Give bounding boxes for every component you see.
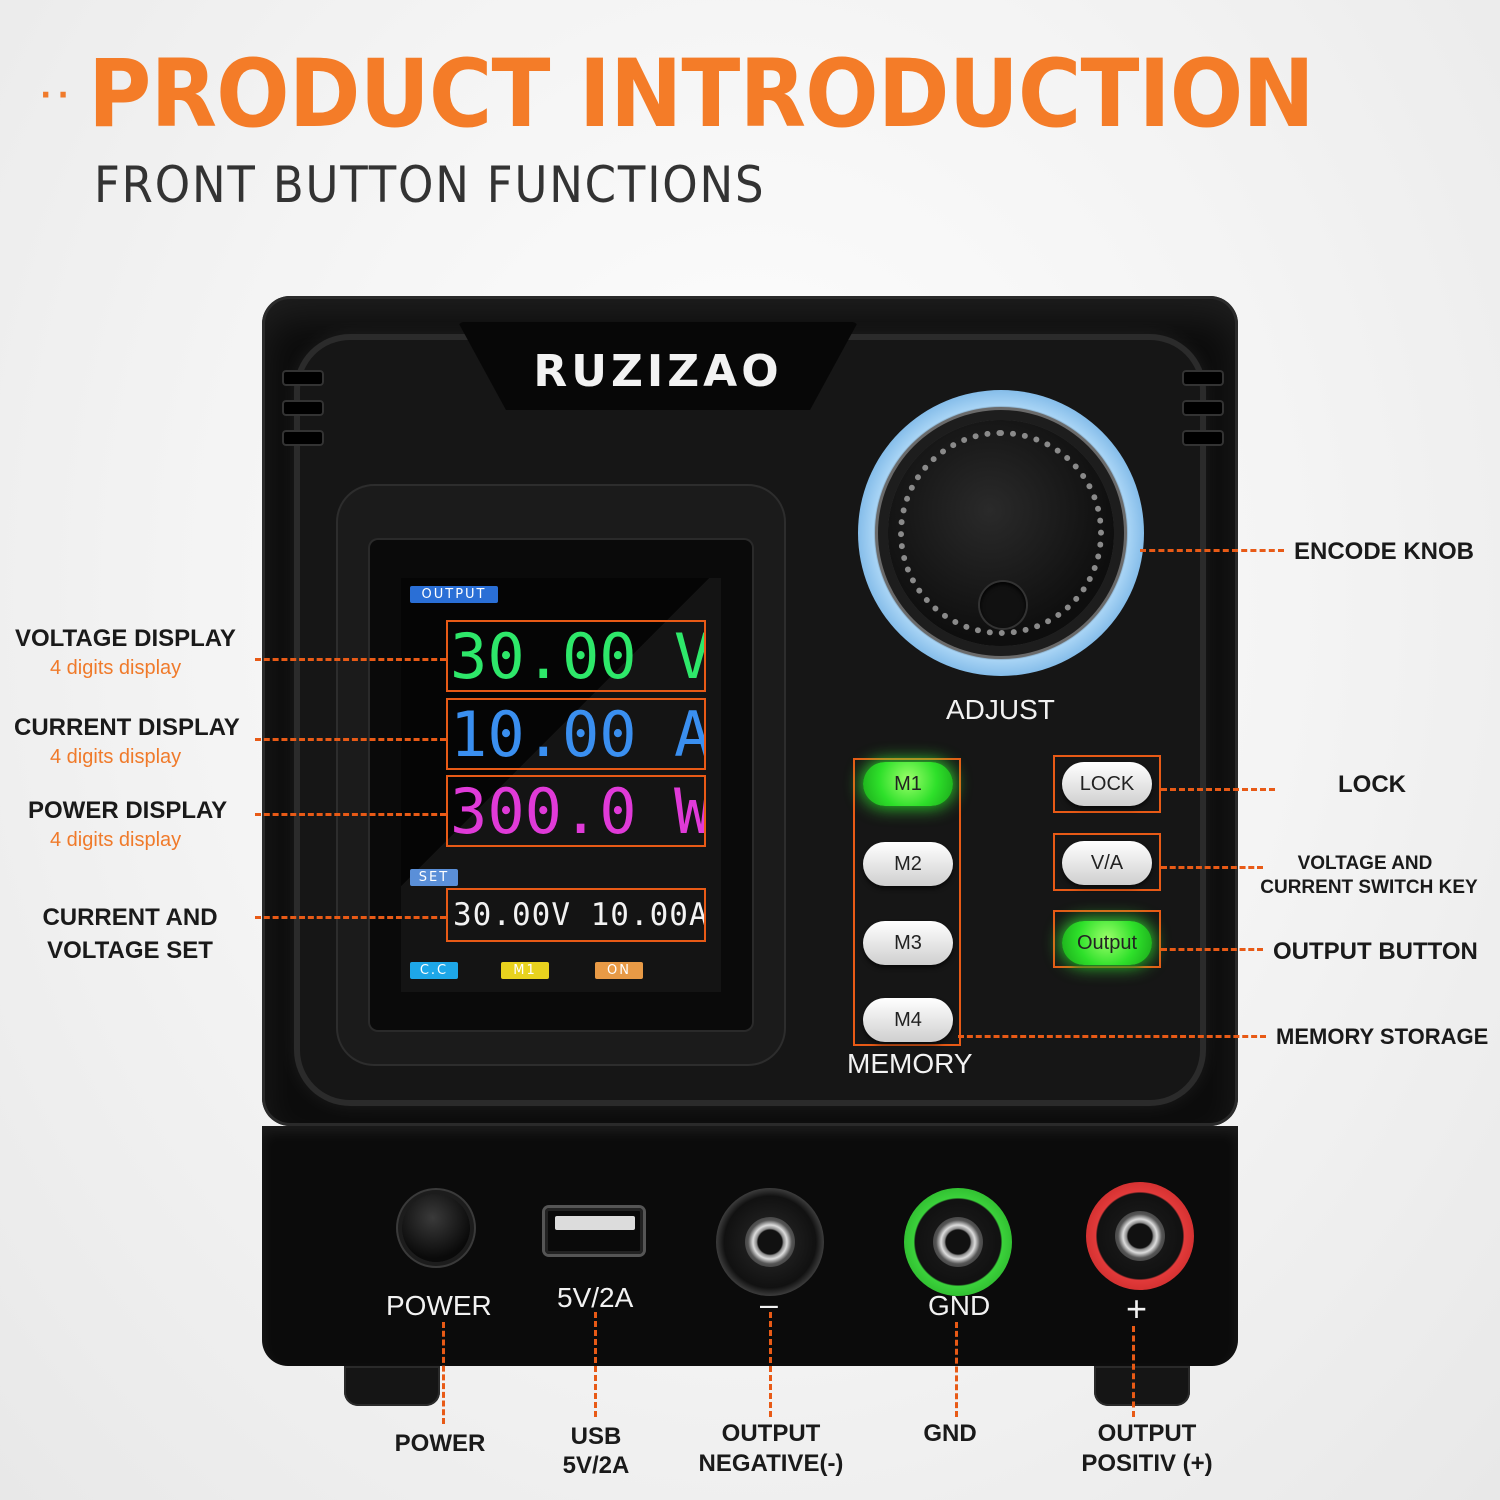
- set-tag: SET: [410, 869, 458, 886]
- leader-line: [255, 738, 446, 741]
- callout-power: POWER: [394, 1430, 486, 1457]
- positive-panel-label: +: [1126, 1288, 1148, 1329]
- callout-va-line2: CURRENT SWITCH KEY: [1260, 877, 1478, 898]
- callout-voltage-display-sub: 4 digits display: [50, 657, 182, 679]
- leader-line: [1140, 549, 1284, 552]
- vent-slot: [282, 400, 324, 416]
- callout-set-line1: CURRENT AND: [42, 904, 218, 931]
- page-title: PRODUCT INTRODUCTION: [88, 40, 1315, 149]
- device-foot: [1094, 1366, 1190, 1406]
- status-on-badge: ON: [595, 962, 643, 979]
- current-value: 10.00 A: [450, 698, 706, 770]
- vent-slot: [282, 370, 324, 386]
- callout-output-button: OUTPUT BUTTON: [1273, 938, 1478, 965]
- callout-gnd: GND: [923, 1420, 977, 1447]
- memory-button-m3[interactable]: M3: [863, 921, 953, 965]
- memory-callout-box: [853, 758, 961, 1046]
- va-callout-box: [1053, 833, 1161, 891]
- memory-label: MEMORY: [847, 1048, 973, 1079]
- callout-set-line2: VOLTAGE SET: [47, 937, 213, 964]
- negative-panel-label: –: [760, 1286, 778, 1322]
- knob-dimple: [980, 582, 1026, 628]
- leader-line: [594, 1312, 597, 1417]
- callout-current-display: CURRENT DISPLAY: [14, 714, 240, 741]
- callout-current-display-sub: 4 digits display: [50, 746, 182, 768]
- usb-port[interactable]: [545, 1208, 643, 1254]
- leader-line: [1161, 948, 1263, 951]
- power-value: 300.0 W: [450, 775, 706, 847]
- output-callout-box: [1053, 910, 1161, 968]
- gnd-terminal-core: [933, 1217, 983, 1267]
- set-readout: 30.00V 10.00A: [446, 888, 706, 942]
- leader-line: [1132, 1326, 1135, 1417]
- callout-pos-line1: OUTPUT: [1097, 1420, 1197, 1447]
- lock-callout-box: [1053, 755, 1161, 813]
- vent-slot: [1182, 370, 1224, 386]
- header-dots: ··: [40, 78, 75, 113]
- brand-plate: [458, 322, 858, 410]
- leader-line: [955, 1322, 958, 1417]
- callout-power-display: POWER DISPLAY: [28, 797, 228, 824]
- callout-neg-line1: OUTPUT: [721, 1420, 821, 1447]
- callout-usb-line2: 5V/2A: [562, 1452, 630, 1479]
- leader-line: [255, 658, 446, 661]
- memory-button-m1[interactable]: M1: [863, 762, 953, 806]
- power-panel-label: POWER: [386, 1290, 492, 1321]
- memory-button-m2[interactable]: M2: [863, 842, 953, 886]
- vent-slot: [282, 430, 324, 446]
- page-subtitle: FRONT BUTTON FUNCTIONS: [94, 156, 766, 214]
- leader-line: [1161, 788, 1275, 791]
- lock-button[interactable]: LOCK: [1062, 762, 1152, 806]
- leader-line: [255, 813, 446, 816]
- callout-pos-line2: POSITIV (+): [1081, 1450, 1213, 1477]
- voltage-readout: 30.00 V: [446, 620, 706, 692]
- brand-logo: RUZIZAO: [533, 346, 783, 397]
- output-tag: OUTPUT: [410, 586, 498, 603]
- callout-voltage-display: VOLTAGE DISPLAY: [15, 625, 236, 652]
- power-button[interactable]: [402, 1194, 470, 1262]
- vent-slot: [1182, 430, 1224, 446]
- callout-encode-knob: ENCODE KNOB: [1294, 538, 1475, 565]
- usb-port-tongue: [555, 1216, 635, 1230]
- callout-lock: LOCK: [1338, 771, 1406, 798]
- lcd-screen: [401, 578, 721, 992]
- status-m1-badge: M1: [501, 962, 549, 979]
- callout-neg-line2: NEGATIVE(-): [698, 1450, 844, 1477]
- status-cc-badge: C.C: [410, 962, 458, 979]
- power-readout: 300.0 W: [446, 775, 706, 847]
- current-readout: 10.00 A: [446, 698, 706, 770]
- vent-slot: [1182, 400, 1224, 416]
- negative-terminal-core: [745, 1217, 795, 1267]
- leader-line: [255, 916, 446, 919]
- output-button[interactable]: Output: [1062, 921, 1152, 965]
- callout-memory-storage: MEMORY STORAGE: [1276, 1024, 1489, 1049]
- positive-terminal-core: [1115, 1211, 1165, 1261]
- leader-line: [958, 1035, 1266, 1038]
- leader-line: [1161, 866, 1263, 869]
- callout-power-display-sub: 4 digits display: [50, 829, 182, 851]
- callout-usb-line1: USB: [570, 1423, 622, 1450]
- leader-line: [442, 1322, 445, 1424]
- callout-va-line1: VOLTAGE AND: [1297, 853, 1433, 874]
- adjust-label: ADJUST: [946, 694, 1055, 725]
- memory-button-m4[interactable]: M4: [863, 998, 953, 1042]
- gnd-panel-label: GND: [928, 1290, 991, 1321]
- knob-grip: [898, 430, 1104, 636]
- leader-line: [769, 1312, 772, 1417]
- usb-panel-label: 5V/2A: [557, 1282, 634, 1313]
- va-switch-button[interactable]: V/A: [1062, 841, 1152, 885]
- voltage-value: 30.00 V: [450, 620, 706, 692]
- device-foot: [344, 1366, 440, 1406]
